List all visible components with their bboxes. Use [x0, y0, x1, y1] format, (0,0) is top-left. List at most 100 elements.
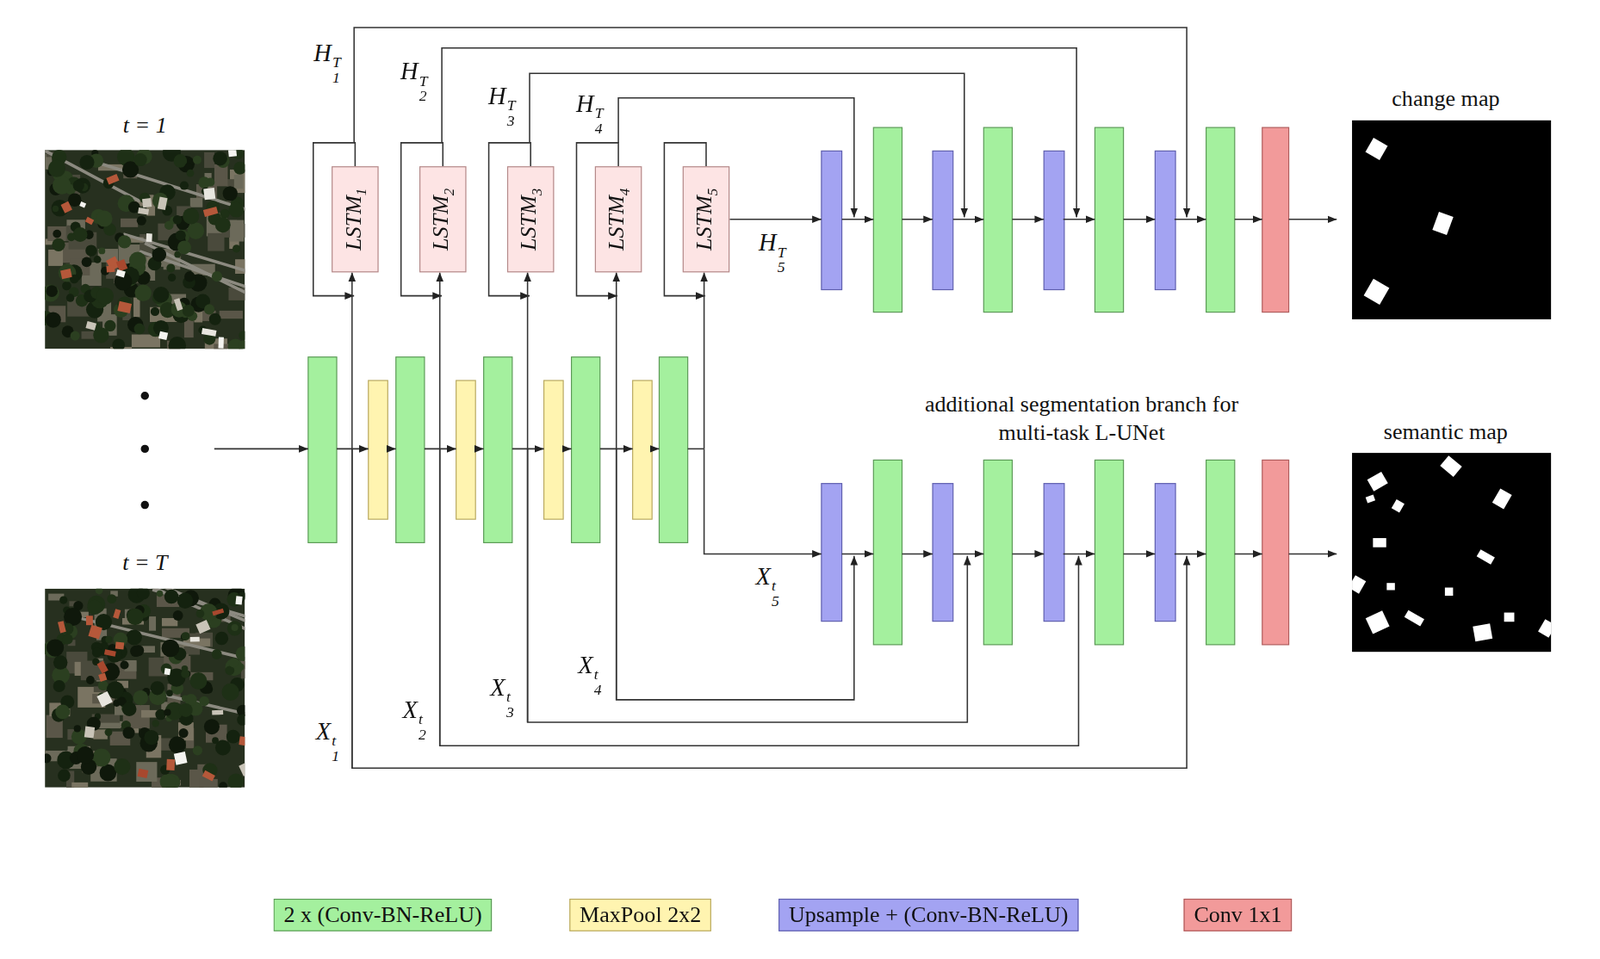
photo-tree	[55, 705, 70, 720]
arrow-line	[953, 218, 985, 221]
photo-tree	[164, 220, 174, 230]
photo-tree	[179, 703, 193, 718]
conv-block	[308, 357, 337, 544]
conv-block	[1094, 459, 1123, 645]
photo-roof	[98, 672, 107, 683]
photo-roof	[61, 201, 73, 214]
photo-tree	[198, 176, 211, 189]
photo-tree	[215, 217, 231, 233]
photo-tree	[135, 285, 152, 302]
arrow-line	[353, 27, 1187, 218]
photo-tree	[85, 244, 97, 256]
arrow-line	[563, 448, 571, 451]
photo-roof	[60, 268, 73, 280]
photo-roof	[104, 649, 117, 658]
upsample-block	[821, 483, 843, 622]
photo-roof	[217, 337, 224, 349]
photo-tree	[45, 285, 58, 298]
photo-patch	[48, 249, 63, 267]
conv-block	[873, 127, 902, 312]
photo-road	[90, 161, 245, 219]
photo-tree	[143, 730, 159, 745]
photo-roof	[112, 608, 121, 620]
photo-roof	[238, 736, 245, 747]
photo-tree	[111, 338, 125, 349]
lstm-label: LSTM5	[690, 188, 721, 251]
photo-tree	[98, 248, 106, 255]
photo-tree	[236, 714, 245, 726]
building	[1391, 499, 1405, 514]
photo-tree	[62, 633, 74, 645]
building	[1367, 471, 1389, 492]
photo-roof	[173, 751, 188, 766]
photo-roof	[202, 770, 216, 782]
photo-patch	[229, 220, 244, 242]
photo-tree	[105, 728, 113, 737]
hidden-state-label: H2T	[398, 55, 430, 105]
photo-tree	[156, 590, 164, 598]
photo-tree	[134, 323, 146, 335]
building	[1472, 623, 1493, 642]
photo-tree	[73, 179, 85, 192]
upsample-block	[1154, 150, 1176, 290]
wire-line	[688, 448, 705, 451]
semantic-map-buildings	[1351, 455, 1551, 642]
photo-tree	[232, 244, 241, 253]
upsample-block	[821, 150, 843, 290]
photo-tree	[164, 589, 180, 605]
photo-patch	[214, 164, 229, 187]
photo-patch	[198, 779, 218, 788]
photo-tree	[179, 180, 189, 190]
feature-label: X5t	[753, 560, 782, 609]
lstm-label: LSTM1	[340, 188, 371, 251]
photo-roof	[190, 637, 200, 643]
lstm-label: LSTM4	[603, 188, 634, 251]
maxpool-block	[632, 380, 653, 520]
photo-roof	[137, 768, 149, 779]
photo-patch	[136, 762, 157, 782]
arrow-line	[651, 448, 659, 451]
arrow-line	[1011, 218, 1044, 221]
conv-block	[983, 127, 1012, 312]
photo-tree	[211, 737, 219, 745]
lstm-label: LSTM3	[515, 188, 546, 251]
photo-tree	[96, 287, 114, 305]
photo-road	[144, 242, 245, 334]
photo-tree	[45, 311, 62, 328]
photo-tree	[166, 263, 175, 273]
photo-tree	[229, 657, 239, 668]
photo-roof	[85, 321, 97, 331]
photo-tree	[182, 207, 199, 224]
photo-tree	[221, 683, 239, 701]
conv-block	[1206, 127, 1235, 312]
photo-tree	[122, 701, 137, 717]
hidden-state-label: H3T	[486, 80, 518, 129]
photo-tree	[204, 719, 220, 735]
photo-patch	[204, 152, 215, 168]
photo-tree	[44, 753, 51, 763]
photo-tree	[160, 774, 177, 788]
photo-tree	[52, 229, 62, 239]
upsample-block	[1043, 150, 1065, 290]
photo-patch	[71, 782, 88, 788]
building	[1537, 619, 1551, 638]
photo-roof	[79, 201, 87, 208]
photo-tree	[228, 202, 244, 218]
photo-tree	[226, 730, 241, 745]
photo-tree	[67, 233, 76, 242]
arrow-line	[1174, 553, 1207, 556]
photo-tree	[238, 340, 246, 349]
hidden-state-label: H4T	[574, 87, 606, 137]
conv-block	[483, 357, 513, 544]
photo-roof	[86, 615, 94, 626]
building	[1432, 211, 1453, 236]
arrow-line	[703, 272, 706, 449]
photo-tree	[62, 281, 72, 292]
photo-tree	[204, 303, 215, 315]
photo-tree	[86, 675, 95, 685]
building	[1492, 488, 1513, 509]
photo-roof	[97, 660, 109, 674]
photo-tree	[66, 293, 75, 303]
photo-roof	[115, 269, 125, 279]
